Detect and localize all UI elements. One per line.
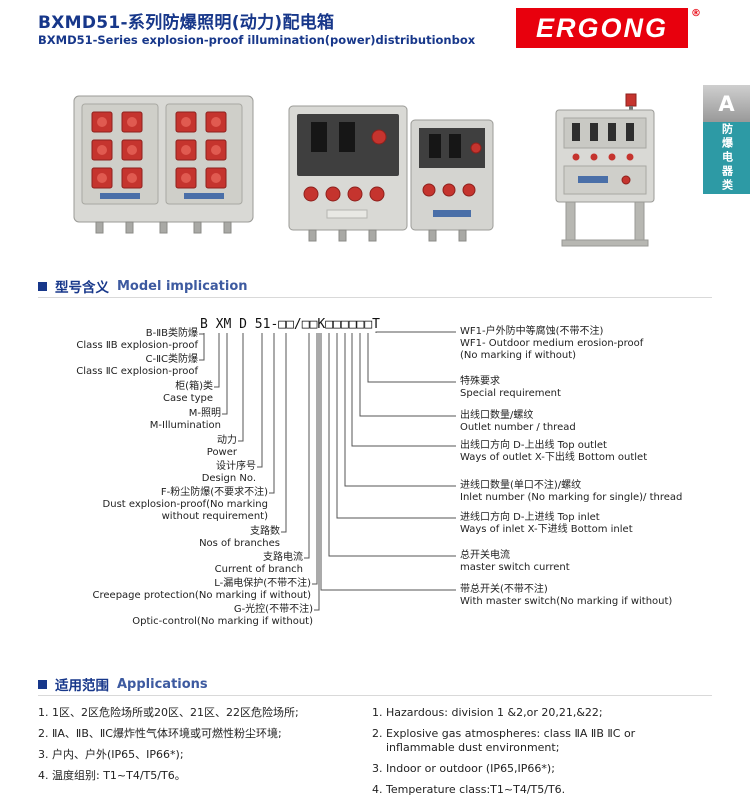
model-right-label: WF1-户外防中等腐蚀(不带不注) WF1- Outdoor medium er… (460, 326, 644, 361)
applications-en-item: 3. Indoor or outdoor (IP65,IP66*); (372, 762, 555, 775)
applications-heading-en: Applications (117, 676, 208, 692)
model-left-label: 动力 Power (206, 435, 237, 458)
model-left-label: G-光控(不带不注) Optic-control(No marking if w… (132, 604, 313, 627)
applications-en-item: 1. Hazardous: division 1 &2,or 20,21,&22… (372, 706, 603, 719)
model-section-heading-zh: 型号含义 (55, 280, 109, 296)
page-title: BXMD51-系列防爆照明(动力)配电箱 (38, 13, 335, 33)
applications-heading-zh: 适用范围 (55, 678, 109, 694)
model-left-label: 柜(箱)类 Case type (163, 381, 213, 404)
model-right-label: 出线口方向 D-上出线 Top outlet Ways of outlet X-… (460, 440, 648, 463)
section-bullet-square (38, 679, 47, 689)
model-left-label: M-照明 M-Illumination (149, 408, 221, 431)
applications-zh-item: 3. 户内、户外(IP65、IP66*); (38, 748, 184, 761)
applications-en-item: 2. Explosive gas atmospheres: class ⅡA Ⅱ… (372, 727, 636, 754)
section-bullet-square (38, 281, 47, 291)
model-left-label: C-ⅡC类防爆 Class ⅡC explosion-proof (76, 354, 198, 377)
model-left-label: B-ⅡB类防爆 Class ⅡB explosion-proof (76, 328, 198, 351)
model-section-heading: 型号含义 Model implication (38, 276, 248, 296)
applications-zh-item: 2. ⅡA、ⅡB、ⅡC爆炸性气体环境或可燃性粉尘环境; (38, 727, 282, 740)
model-right-label: 进线口方向 D-上进线 Top inlet Ways of inlet X-下进… (460, 512, 633, 535)
side-tab-letter: A (703, 85, 750, 122)
model-right-label: 出线口数量/螺纹 Outlet number / thread (460, 410, 576, 433)
side-tab-category-label: 防爆电器类 (720, 123, 734, 193)
model-left-label: 支路电流 Current of branch (214, 552, 303, 575)
model-right-label: 带总开关(不带不注) With master switch(No marking… (460, 584, 673, 607)
applications-en-item: 4. Temperature class:T1~T4/T5/T6. (372, 783, 566, 796)
model-section-heading-en: Model implication (117, 278, 248, 294)
section-divider (38, 695, 712, 696)
applications-section-heading: 适用范围 Applications (38, 674, 208, 694)
model-left-label: 支路数 Nos of branches (199, 526, 280, 549)
model-right-label: 特殊要求 Special requirement (460, 376, 561, 399)
brand-logo: ERGONG (516, 8, 688, 48)
model-right-label: 进线口数量(单口不注)/螺纹 Inlet number (No marking … (460, 480, 683, 503)
model-left-label: L-漏电保护(不带不注) Creepage protection(No mark… (92, 578, 311, 601)
registered-trademark-symbol: ® (691, 8, 701, 19)
model-code: B XM D 51-□□/□□K□□□□□□T (200, 317, 381, 332)
side-tab-category: 防爆电器类 (703, 122, 750, 194)
product-photo-floor-cabinet (555, 93, 655, 247)
section-divider (38, 297, 712, 298)
product-photo-wall-box (73, 95, 254, 234)
model-right-label: 总开关电流 master switch current (460, 550, 570, 573)
page-subtitle: BXMD51-Series explosion-proof illuminati… (38, 33, 476, 47)
product-photo-combined-box (288, 105, 494, 242)
applications-en-list: 1. Hazardous: division 1 &2,or 20,21,&22… (372, 706, 707, 798)
applications-zh-item: 1. 1区、2区危险场所或20区、21区、22区危险场所; (38, 706, 299, 719)
model-left-label: F-粉尘防爆(不要求不注) Dust explosion-proof(No ma… (102, 487, 268, 522)
applications-zh-item: 4. 温度组别: T1~T4/T5/T6。 (38, 769, 186, 782)
model-left-label: 设计序号 Design No. (201, 461, 256, 484)
applications-zh-list: 1. 1区、2区危险场所或20区、21区、22区危险场所; 2. ⅡA、ⅡB、Ⅱ… (38, 706, 360, 790)
